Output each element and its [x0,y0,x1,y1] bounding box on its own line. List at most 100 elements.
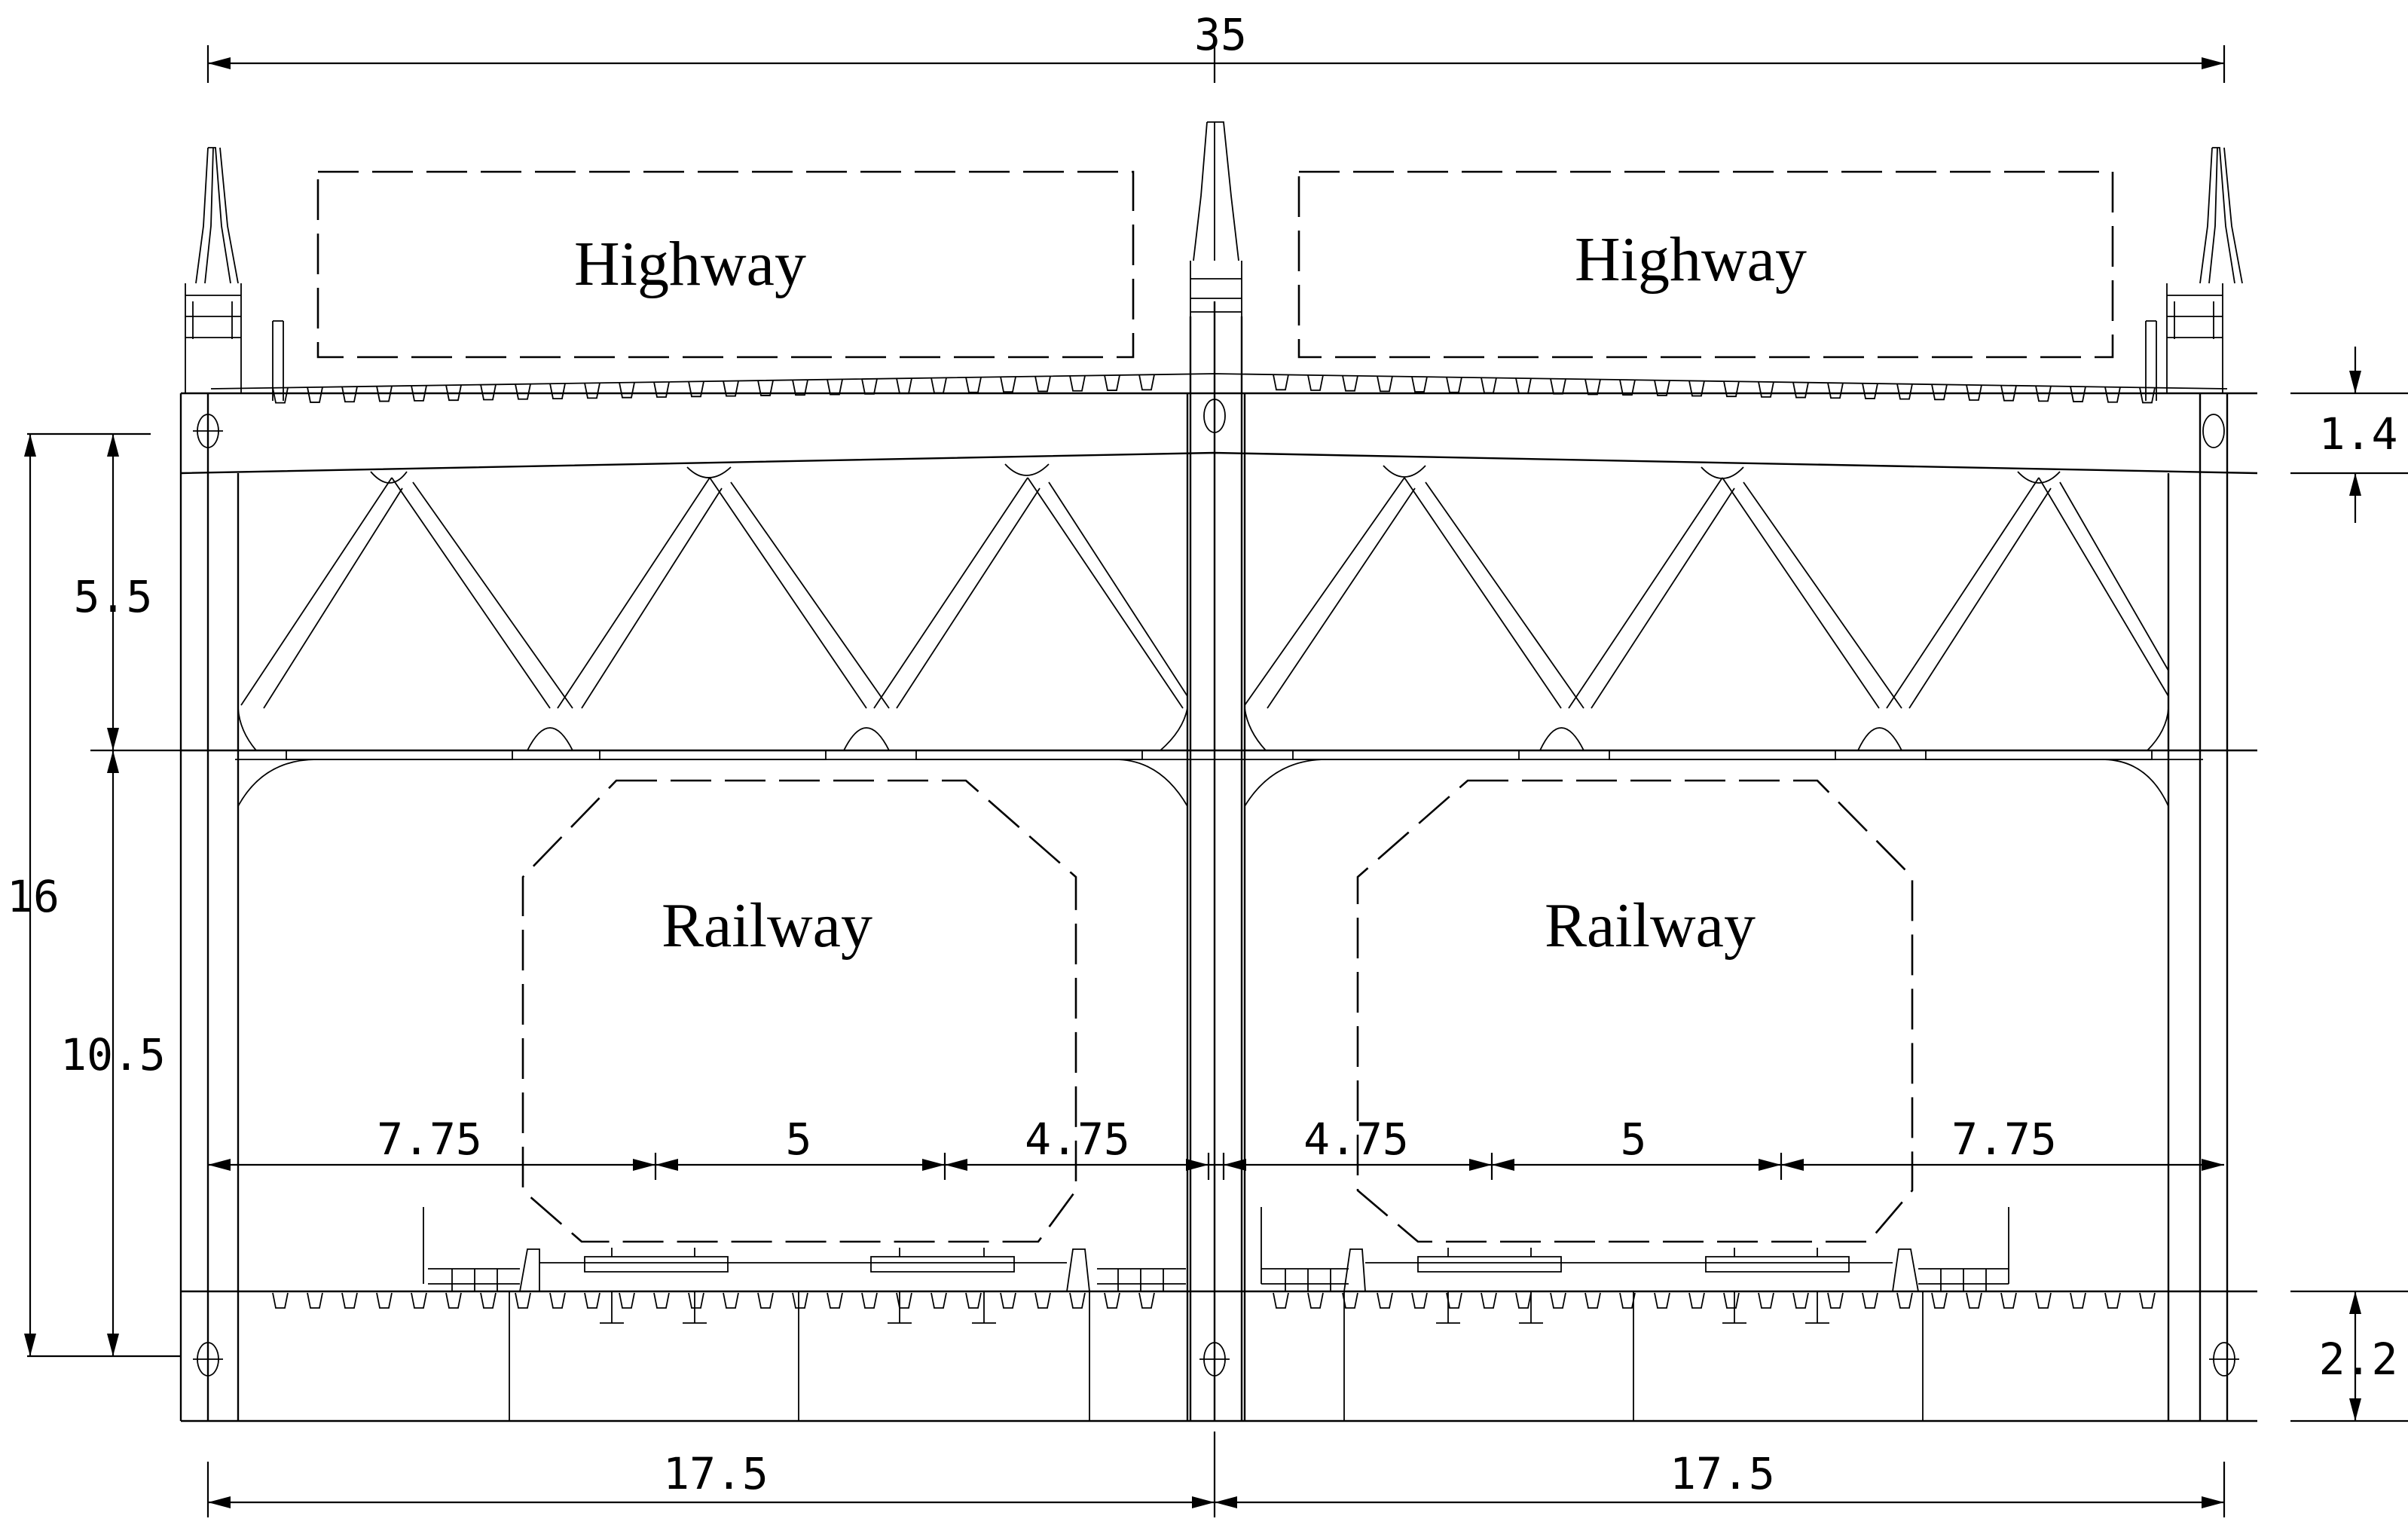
deck-rib [1792,382,1809,399]
bridge-structure [179,121,2258,1422]
deck-rib [1000,376,1016,393]
deck-rib [792,380,808,396]
dim-top-deck: 1.4 [2319,408,2398,460]
dim-left-track-spacing: 5 [786,1114,812,1165]
deck-rib [965,377,982,393]
dim-half-left: 17.5 [663,1448,769,1499]
track-bed-left [519,1248,1090,1324]
dimension-lines: 35 17.5 17.5 5.5 10.5 16 1.4 2.2 7.75 5 … [7,9,2408,1517]
highway-envelope-left [316,170,1135,359]
deck-rib [861,1292,878,1309]
deck-rib [1069,375,1086,392]
deck-rib [341,387,358,403]
deck-rib [688,1292,704,1309]
deck-rib [307,1292,323,1309]
deck-rib [549,1292,566,1309]
deck-rib [1138,1292,1155,1309]
deck-rib [1550,378,1566,395]
deck-rib [896,378,912,395]
deck-rib [1931,384,1948,401]
deck-rib [2035,1292,2052,1309]
vertical-posts [179,301,2229,1421]
deck-rib [1342,375,1358,392]
highway-envelope-right [1297,170,2114,359]
deck-rib [584,1292,600,1309]
deck-rib [619,382,635,399]
deck-rib [411,1292,427,1309]
deck-rib [2070,1292,2086,1309]
deck-rib [653,1292,670,1309]
bottom-deck-ribs [272,1292,2156,1309]
deck-rib [757,1292,774,1309]
zone-labels: Highway Highway Railway Railway [574,225,1807,961]
deck-rib [1619,379,1636,396]
deck-rib [2104,1292,2121,1309]
top-deck-ribs [272,374,2156,404]
dim-right-track-b: 7.75 [1951,1114,2057,1165]
deck-rib [584,383,600,399]
deck-rib [688,381,704,398]
deck-rib [1896,1292,1913,1309]
railway-envelope-right [1356,779,1914,1243]
top-chord-upper [180,451,2258,475]
deck-rib [376,1292,393,1309]
deck-rib [827,379,843,396]
deck-rib [1827,383,1844,399]
deck-rib [1896,383,1913,400]
deck-rib [931,377,947,394]
deck-rib [1034,1292,1051,1309]
deck-rib [827,1292,843,1309]
deck-rib [1138,374,1155,391]
post-caps [185,121,2243,393]
dim-truss-height: 5.5 [74,571,153,622]
deck-rib [445,1292,462,1309]
deck-rib [1000,1292,1016,1309]
deck-rib [723,380,739,397]
deck-rib [376,386,393,402]
deck-rib [1411,1292,1428,1309]
bottom-deck-webs [509,1291,1924,1421]
railway-envelope-left [521,779,1077,1243]
railings [272,320,2157,1291]
dim-right-track-a: 4.75 [1303,1114,1409,1165]
deck-rib [1377,1292,1393,1309]
deck-rib [1966,1292,1982,1309]
deck-rib [896,1292,912,1309]
dim-bottom-deck: 2.2 [2319,1334,2398,1385]
deck-rib [723,1292,739,1309]
deck-rib [653,381,670,398]
deck-rib [272,1292,289,1309]
bolt-holes [193,399,2239,1377]
deck-rib [2104,387,2121,403]
deck-rib [1688,1292,1705,1309]
deck-rib [515,1292,531,1309]
deck-rib [1688,380,1705,397]
deck-rib [2070,386,2086,402]
deck-rib [1104,374,1120,391]
deck-rib [1931,1292,1948,1309]
dim-total-height: 16 [7,871,60,922]
deck-rib [1342,1292,1358,1309]
highway-label-left: Highway [574,229,806,299]
deck-rib [2000,385,2017,402]
deck-rib [480,384,497,401]
deck-rib [1723,381,1740,398]
highway-deck-surface [210,373,2228,390]
deck-rib [1966,384,1982,401]
highway-label-right: Highway [1575,225,1807,295]
deck-rib [549,383,566,399]
truss-right [1244,465,2169,807]
railway-label-right: Railway [1545,891,1756,961]
deck-rib [1792,1292,1809,1309]
deck-rib [2035,386,2052,402]
dim-left-track-b: 4.75 [1025,1114,1130,1165]
truss-left [237,463,1188,807]
track-bed-right [1343,1248,1919,1324]
railway-label-left: Railway [662,891,872,961]
dim-left-track-a: 7.75 [377,1114,482,1165]
deck-rib [1584,379,1601,396]
clearance-envelopes [316,170,2114,1243]
deck-rib [931,1292,947,1309]
deck-rib [1307,1292,1324,1309]
deck-rib [2000,1292,2017,1309]
